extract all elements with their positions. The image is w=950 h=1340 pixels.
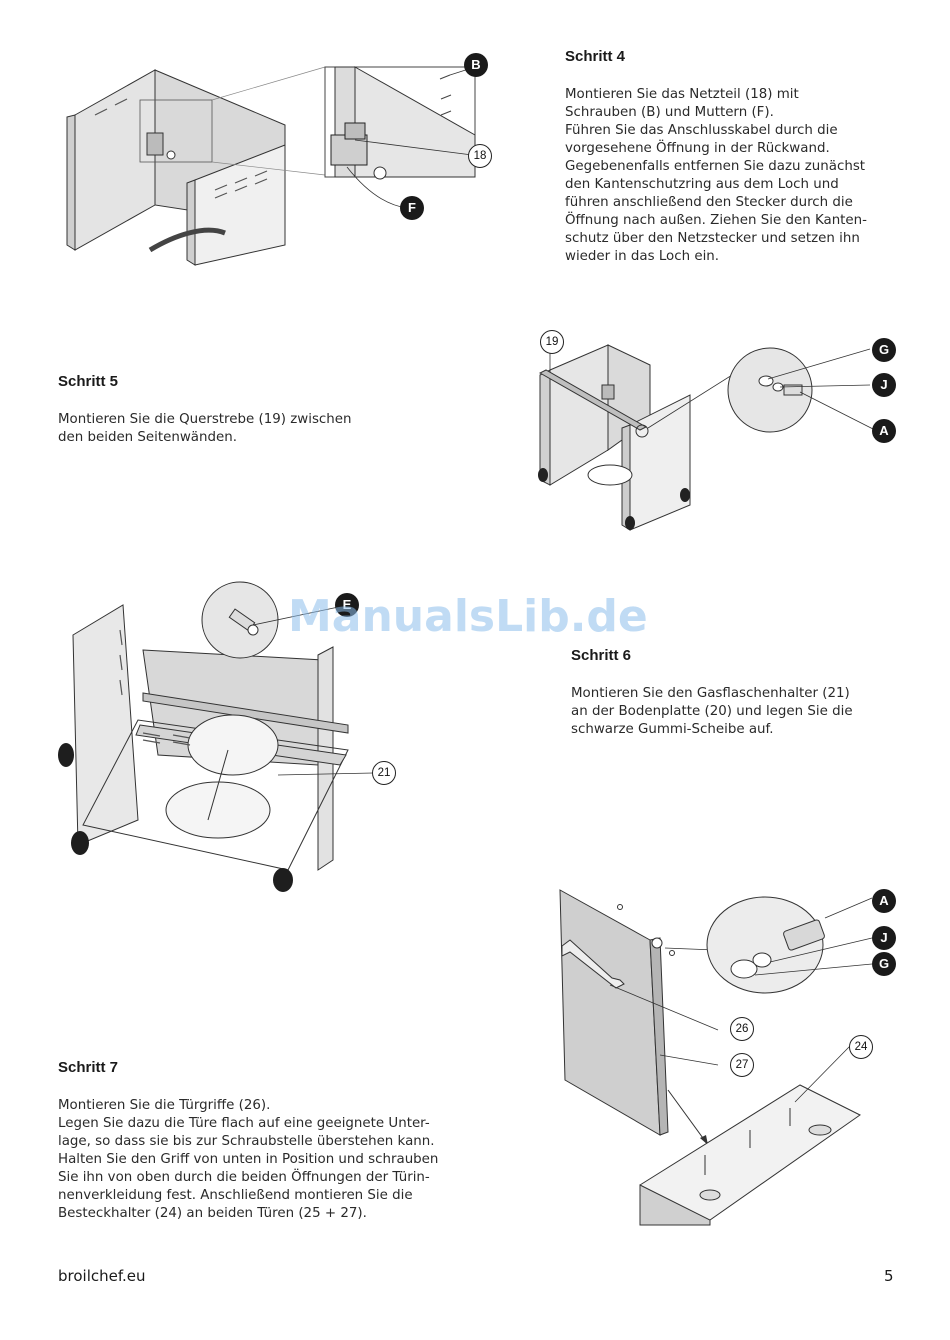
callout-26: 26 — [730, 1017, 754, 1041]
text-line: wieder in das Loch ein. — [565, 249, 720, 264]
callout-a: A — [872, 419, 896, 443]
text-line: Öffnung nach außen. Ziehen Sie den Kante… — [565, 213, 867, 228]
step4-detail — [324, 66, 476, 180]
callout-b: B — [464, 53, 488, 77]
step7-heading: Schritt 7 — [58, 1059, 119, 1076]
callout-19: 19 — [540, 330, 564, 354]
door-handle — [561, 939, 625, 989]
step7-text: Montieren Sie die Türgriffe (26). Legen … — [58, 1097, 438, 1223]
text-line: vorgesehene Öffnung in der Rückwand. — [565, 141, 830, 156]
step5-heading: Schritt 5 — [58, 373, 119, 390]
callout-21: 21 — [372, 761, 396, 785]
footer-site: broilchef.eu — [58, 1267, 146, 1285]
step6-heading: Schritt 6 — [571, 647, 632, 664]
text-line: Sie ihn von oben durch die beiden Öffnun… — [58, 1170, 430, 1185]
step6-text: Montieren Sie den Gasflaschenhalter (21)… — [571, 685, 853, 739]
callout-g: G — [872, 338, 896, 362]
text-line: Montieren Sie das Netzteil (18) mit — [565, 87, 799, 102]
step4-heading: Schritt 4 — [565, 48, 626, 65]
gas-hose — [148, 227, 226, 253]
callout-27: 27 — [730, 1053, 754, 1077]
text-line: den Kantenschutzring aus dem Loch und — [565, 177, 839, 192]
callout-a-step7: A — [872, 889, 896, 913]
text-line: Gegebenenfalls entfernen Sie dazu zunäch… — [565, 159, 866, 174]
callout-e: E — [335, 593, 359, 617]
step4-illustration — [66, 66, 481, 266]
text-line: Legen Sie dazu die Türe flach auf eine g… — [58, 1116, 430, 1131]
text-line: den beiden Seitenwänden. — [58, 430, 237, 445]
page-number: 5 — [884, 1267, 894, 1285]
step6-illustration — [58, 581, 374, 892]
text-line: Montieren Sie die Türgriffe (26). — [58, 1098, 271, 1113]
callout-j-step7: J — [872, 926, 896, 950]
text-line: schutz über den Netzstecker und setzen i… — [565, 231, 860, 246]
text-line: Schrauben (B) und Muttern (F). — [565, 105, 774, 120]
step4-text: Montieren Sie das Netzteil (18) mit Schr… — [565, 86, 867, 266]
step5-text: Montieren Sie die Querstrebe (19) zwisch… — [58, 411, 352, 447]
cabinet-body — [66, 69, 286, 266]
power-unit — [146, 132, 164, 156]
step5-illustration — [538, 344, 876, 531]
text-line: Besteckhalter (24) an beiden Türen (25 +… — [58, 1206, 367, 1221]
step5-detail — [727, 347, 813, 433]
step7-illustration — [559, 889, 873, 1226]
text-line: schwarze Gummi-Scheibe auf. — [571, 722, 774, 737]
text-line: lage, so dass sie bis zur Schraubstelle … — [58, 1134, 435, 1149]
callout-g-step7: G — [872, 952, 896, 976]
watermark: ManualsLib.de — [288, 591, 648, 642]
text-line: Montieren Sie den Gasflaschenhalter (21) — [571, 686, 850, 701]
text-line: nenverkleidung fest. Anschließend montie… — [58, 1188, 413, 1203]
text-line: Halten Sie den Griff von unten in Positi… — [58, 1152, 439, 1167]
text-line: führen anschließend den Stecker durch di… — [565, 195, 853, 210]
text-line: an der Bodenplatte (20) und legen Sie di… — [571, 704, 853, 719]
callout-18: 18 — [468, 144, 492, 168]
callout-f: F — [400, 196, 424, 220]
callout-j: J — [872, 373, 896, 397]
text-line: Führen Sie das Anschlusskabel durch die — [565, 123, 838, 138]
text-line: Montieren Sie die Querstrebe (19) zwisch… — [58, 412, 352, 427]
callout-24: 24 — [849, 1035, 873, 1059]
